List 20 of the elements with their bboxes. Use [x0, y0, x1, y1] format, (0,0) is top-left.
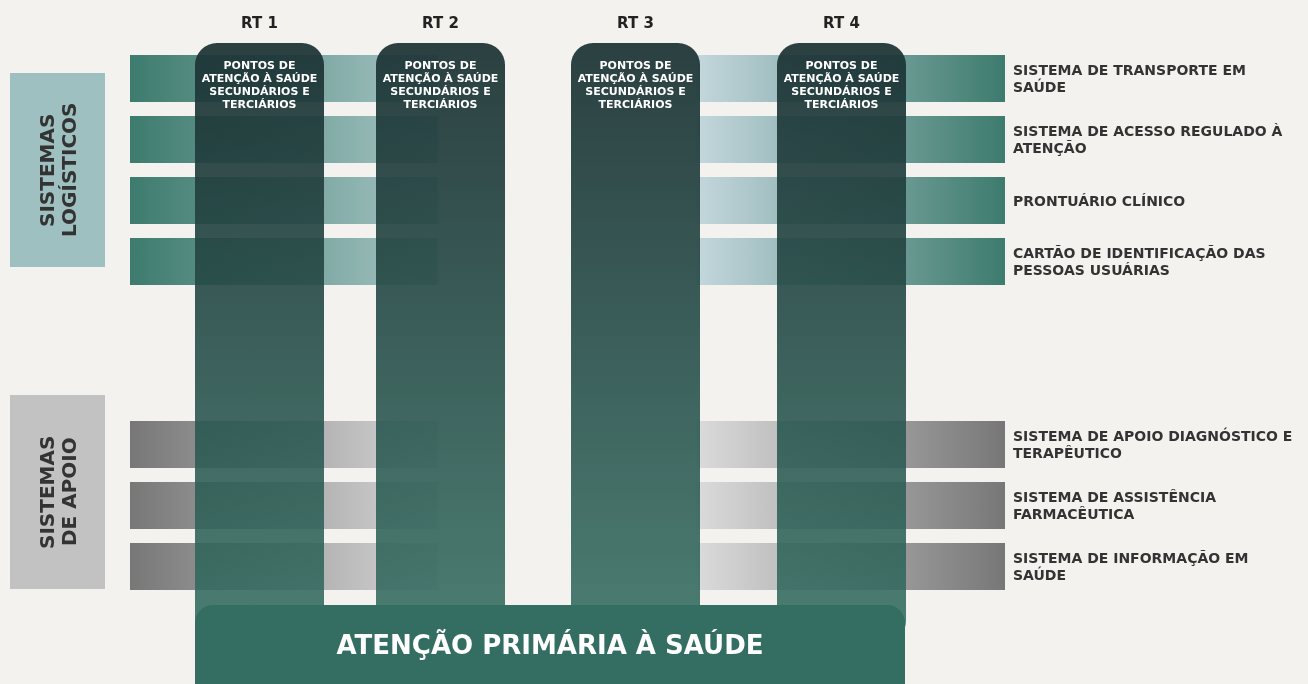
column-title: PONTOS DE ATENÇÃO À SAÚDE SECUNDÁRIOS E TERCIÁRIOS [576, 59, 695, 111]
side-panel [10, 73, 105, 267]
panel-title: SISTEMAS LOGÍSTICOS [35, 101, 80, 239]
side-panel [10, 395, 105, 589]
column-title: PONTOS DE ATENÇÃO À SAÚDE SECUNDÁRIOS E TERCIÁRIOS [782, 59, 901, 111]
band-label: PRONTUÁRIO CLÍNICO [1013, 192, 1303, 209]
column-label: RT 1 [240, 14, 279, 32]
column-title: PONTOS DE ATENÇÃO À SAÚDE SECUNDÁRIOS E TERCIÁRIOS [200, 59, 319, 111]
band-label: CARTÃO DE IDENTIFICAÇÃO DAS PESSOAS USUÁRIAS [1013, 244, 1303, 279]
base-bar: ATENÇÃO PRIMÁRIA À SAÚDE [195, 605, 905, 684]
column-label: RT 3 [616, 14, 655, 32]
band-label: SISTEMA DE APOIO DIAGNÓSTICO E TERAPÊUTICO [1013, 427, 1303, 462]
band-label: SISTEMA DE ACESSO REGULADO À ATENÇÃO [1013, 122, 1303, 157]
band-label: SISTEMA DE INFORMAÇÃO EM SAÚDE [1013, 549, 1303, 584]
column-title: PONTOS DE ATENÇÃO À SAÚDE SECUNDÁRIOS E TERCIÁRIOS [381, 59, 500, 111]
band-label: SISTEMA DE TRANSPORTE EM SAÚDE [1013, 61, 1303, 96]
band-label: SISTEMA DE ASSISTÊNCIA FARMACÊUTICA [1013, 488, 1303, 523]
panel-title: SISTEMAS DE APOIO [35, 434, 80, 551]
column-label: RT 2 [421, 14, 460, 32]
column-label: RT 4 [822, 14, 861, 32]
